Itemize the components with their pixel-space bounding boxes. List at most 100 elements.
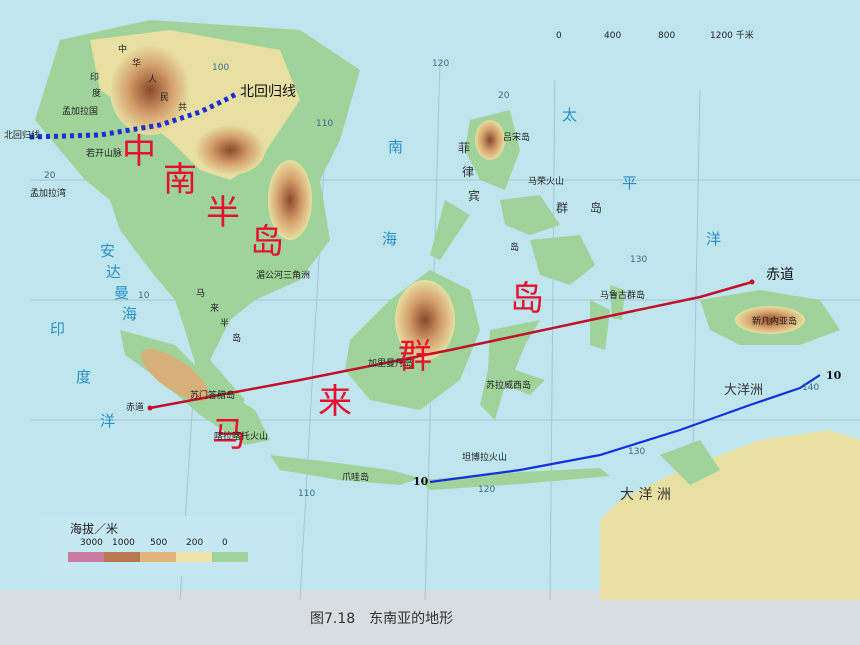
sea-da: 达 [106, 263, 122, 281]
place-sulawesi: 苏拉威西岛 [486, 381, 532, 391]
place-mekong: 湄公河三角洲 [256, 271, 311, 281]
equator-start-dot [147, 405, 153, 411]
tropic-of-cancer-line [29, 90, 240, 140]
legend-tick-3000: 3000 [80, 538, 103, 548]
place-ph2: 律 [462, 165, 475, 179]
label-tropic: 北回归线 [240, 84, 296, 100]
newguinea-mountain [735, 306, 805, 334]
place-ph3: 宾 [468, 189, 481, 203]
legend-tick-200: 200 [186, 538, 204, 548]
legend-swatch-2 [104, 552, 140, 562]
coord-lat20-right: 20 [498, 91, 510, 101]
place-china1: 中 [118, 45, 128, 55]
legend-tick-1000: 1000 [112, 538, 135, 548]
coord-lon120: 120 [432, 59, 450, 69]
place-bay: 孟加拉湾 [30, 189, 67, 199]
sea-tai: 太 [562, 106, 578, 124]
figure-caption: 图7.18 东南亚的地形 [310, 611, 454, 627]
label-dao2: 岛 [510, 279, 544, 319]
coord-lon120-bottom: 120 [478, 485, 496, 495]
label-dao1: 岛 [250, 222, 284, 262]
sulawesi [480, 320, 545, 420]
moluccas [590, 300, 610, 350]
mindanao [530, 235, 595, 285]
equator-end-dot [749, 279, 755, 285]
coord-lat20: 20 [44, 171, 56, 181]
sea-nan: 南 [388, 138, 404, 156]
sea-india-du: 度 [76, 368, 92, 386]
place-ph4: 群 [556, 201, 569, 215]
scale-tick-1200: 1200 千米 [710, 31, 754, 41]
label-ban: 半 [206, 193, 240, 233]
latitude-10s-line [429, 374, 821, 484]
place-java: 爪哇岛 [342, 473, 370, 483]
australia [600, 430, 860, 600]
place-mindanao: 岛 [510, 243, 520, 253]
place-my-ma: 马 [196, 289, 206, 299]
mountain-2 [195, 125, 265, 175]
place-my-lai: 来 [210, 304, 220, 314]
place-my-ban: 半 [220, 319, 230, 329]
place-volcano2: 喀拉喀托火山 [214, 432, 269, 442]
legend-swatch-1 [68, 552, 104, 562]
place-newguinea: 新几内亚岛 [752, 317, 798, 327]
halmahera [610, 285, 625, 320]
mountain-1 [110, 45, 190, 135]
palawan [430, 200, 470, 260]
place-china2: 华 [132, 59, 142, 69]
scale-panel: 0 400 800 1200 千米 [530, 6, 792, 80]
label-oceania-right: 大洋洲 [724, 383, 764, 398]
mountain-3 [268, 160, 312, 240]
label-lai: 来 [318, 382, 352, 422]
borneo-highland [395, 280, 455, 360]
coord-lon130: 130 [630, 255, 648, 265]
coord-lon110-bottom: 110 [298, 489, 316, 499]
legend-tick-500: 500 [150, 538, 168, 548]
label-equator: 赤道 [766, 267, 794, 283]
java [270, 455, 420, 485]
sea-india-yang: 洋 [100, 412, 116, 430]
label-qun: 群 [398, 337, 432, 377]
legend-swatch-4 [176, 552, 212, 562]
luzon-mountain [475, 120, 505, 160]
place-moluccas: 马鲁古群岛 [600, 291, 646, 301]
place-volcano1: 坦博拉火山 [462, 453, 508, 463]
scale-tick-0: 0 [556, 31, 562, 41]
legend-swatch-3 [140, 552, 176, 562]
sea-yang: 洋 [706, 230, 722, 248]
place-ph1: 菲 [458, 141, 471, 155]
place-ruokai: 若开山脉 [86, 149, 123, 159]
place-india2: 度 [92, 89, 102, 99]
sea-hai: 海 [382, 230, 398, 248]
sea-man: 曼 [114, 284, 130, 302]
label-zhong: 中 [122, 132, 156, 172]
place-borneo: 加里曼丹岛 [368, 359, 414, 369]
lesser-sunda [420, 468, 610, 490]
coord-lon140: 140 [802, 383, 820, 393]
place-china5: 共 [178, 103, 188, 113]
place-my-dao: 岛 [232, 334, 242, 344]
visayas [500, 195, 560, 235]
place-volcano3: 马荣火山 [528, 177, 565, 187]
coord-lon130-bottom: 130 [628, 447, 646, 457]
label-ma: 马 [212, 415, 246, 455]
place-china3: 人 [148, 75, 158, 85]
australia-coast [660, 440, 720, 485]
scale-tick-400: 400 [604, 31, 622, 41]
label-tropic-left: 北回归线 [4, 131, 41, 141]
sea-an: 安 [100, 242, 116, 260]
legend-swatch-5 [212, 552, 248, 562]
sumatra-highland [141, 348, 209, 402]
place-luzon: 吕宋岛 [503, 133, 531, 143]
legend-tick-0: 0 [222, 538, 228, 548]
label-nan: 南 [163, 160, 197, 200]
elevation-legend: 海拔／米 3000 1000 500 200 0 [40, 516, 296, 576]
sea-ping: 平 [622, 174, 638, 192]
place-india1: 印 [90, 73, 100, 83]
sea-india-yin: 印 [50, 320, 66, 338]
label-oceania-bottom: 大 洋 洲 [620, 487, 671, 503]
coord-lon100: 100 [212, 63, 230, 73]
label-10-right: 10 [826, 369, 842, 382]
place-bangla: 孟加拉国 [62, 107, 99, 117]
